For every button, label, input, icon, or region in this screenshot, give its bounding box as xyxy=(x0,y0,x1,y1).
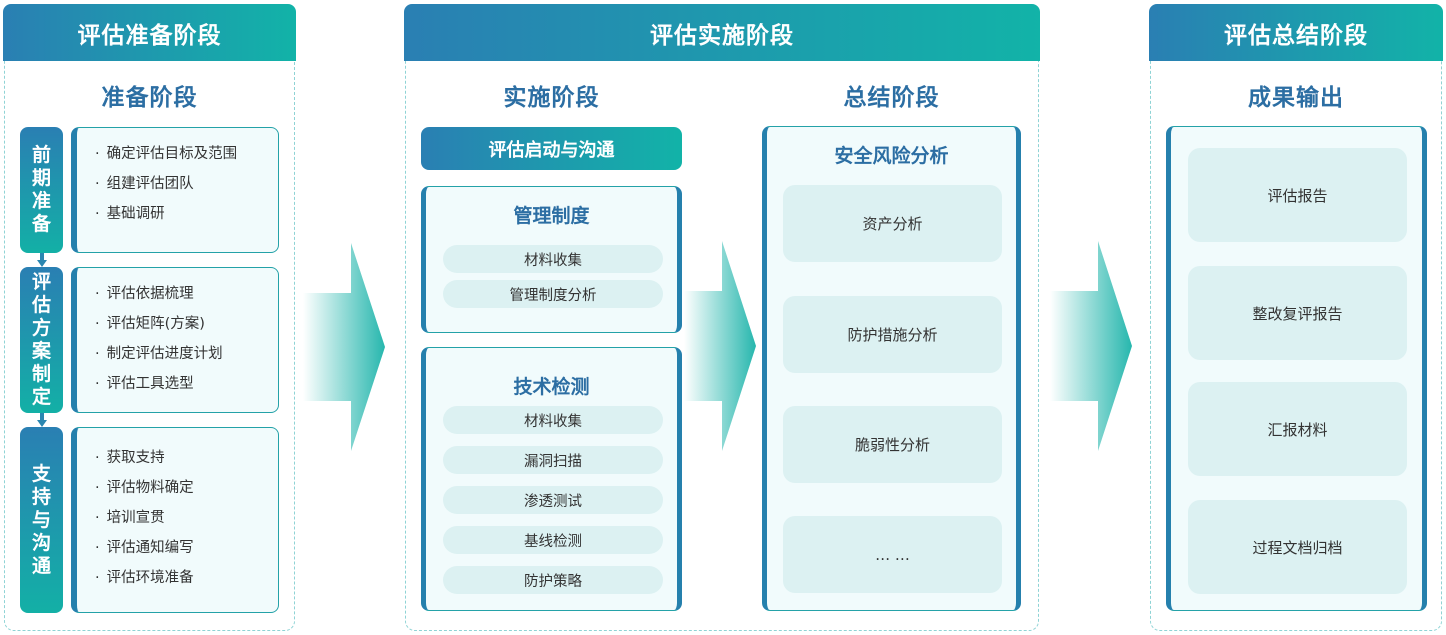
technical-title: 技术检测 xyxy=(513,376,590,398)
list-item: 评估物料确定 xyxy=(95,473,278,503)
kickoff-banner: 评估启动与沟通 xyxy=(421,127,682,170)
summary-subtitle: 总结阶段 xyxy=(843,85,940,111)
prep-subtitle: 准备阶段 xyxy=(101,85,198,111)
chip: 基线检测 xyxy=(443,526,663,554)
technical-card: 技术检测 材料收集 漏洞扫描 渗透测试 基线检测 防护策略 xyxy=(421,347,682,611)
tile: 汇报材料 xyxy=(1188,382,1407,476)
list-item: 基础调研 xyxy=(95,199,278,229)
prep-stage-header: 评估准备阶段 xyxy=(3,4,296,61)
tab-plan-making: 评 估 方 案 制 定 xyxy=(20,267,63,413)
list-item: 评估工具选型 xyxy=(95,369,278,399)
list-item: 评估通知编写 xyxy=(95,533,278,563)
early-prep-box: 确定评估目标及范围 组建评估团队 基础调研 xyxy=(71,127,279,253)
tile: 评估报告 xyxy=(1188,148,1407,242)
summary-stage-panel: 评估总结阶段 xyxy=(1149,4,1443,631)
management-title: 管理制度 xyxy=(513,205,590,227)
prep-stage-panel: 评估准备阶段 xyxy=(3,4,296,631)
output-subtitle: 成果输出 xyxy=(1248,85,1344,111)
risk-analysis-title: 安全风险分析 xyxy=(834,145,949,167)
chip: 漏洞扫描 xyxy=(443,446,663,474)
chip: 材料收集 xyxy=(443,406,663,434)
chip: 管理制度分析 xyxy=(443,280,663,308)
tile: 过程文档归档 xyxy=(1188,500,1407,594)
implementation-stage-panel: 评估实施阶段 xyxy=(404,4,1040,631)
list-item: 培训宣贯 xyxy=(95,503,278,533)
support-communication-box: 获取支持 评估物料确定 培训宣贯 评估通知编写 评估环境准备 xyxy=(71,427,279,613)
risk-analysis-card: 安全风险分析 资产分析 防护措施分析 脆弱性分析 … … xyxy=(762,126,1021,611)
summary-stage-header: 评估总结阶段 xyxy=(1149,4,1443,61)
list-item: 评估环境准备 xyxy=(95,563,278,593)
list-item: 评估矩阵(方案) xyxy=(95,309,278,339)
flow-arrow-icon xyxy=(684,241,756,451)
chip: 渗透测试 xyxy=(443,486,663,514)
tab-support-communication: 支 持 与 沟 通 xyxy=(20,427,63,613)
tile: 脆弱性分析 xyxy=(783,406,1002,483)
flow-arrow-icon xyxy=(303,243,385,451)
plan-making-box: 评估依据梳理 评估矩阵(方案) 制定评估进度计划 评估工具选型 xyxy=(71,267,279,413)
management-card: 管理制度 材料收集 管理制度分析 xyxy=(421,186,682,333)
tile: 整改复评报告 xyxy=(1188,266,1407,360)
chip: 防护策略 xyxy=(443,566,663,594)
list-item: 获取支持 xyxy=(95,443,278,473)
tab-early-prep: 前 期 准 备 xyxy=(20,127,63,253)
tile: 防护措施分析 xyxy=(783,296,1002,373)
chip: 材料收集 xyxy=(443,245,663,273)
list-item: 确定评估目标及范围 xyxy=(95,139,278,169)
tile: … … xyxy=(783,516,1002,593)
list-item: 评估依据梳理 xyxy=(95,279,278,309)
down-arrow-icon xyxy=(37,253,47,267)
down-arrow-icon xyxy=(37,413,47,427)
list-item: 制定评估进度计划 xyxy=(95,339,278,369)
flow-arrow-icon xyxy=(1050,241,1132,451)
output-card: 评估报告 整改复评报告 汇报材料 过程文档归档 xyxy=(1166,126,1427,611)
implementation-stage-header: 评估实施阶段 xyxy=(404,4,1040,61)
implementation-subtitle: 实施阶段 xyxy=(503,85,600,111)
list-item: 组建评估团队 xyxy=(95,169,278,199)
tile: 资产分析 xyxy=(783,185,1002,262)
